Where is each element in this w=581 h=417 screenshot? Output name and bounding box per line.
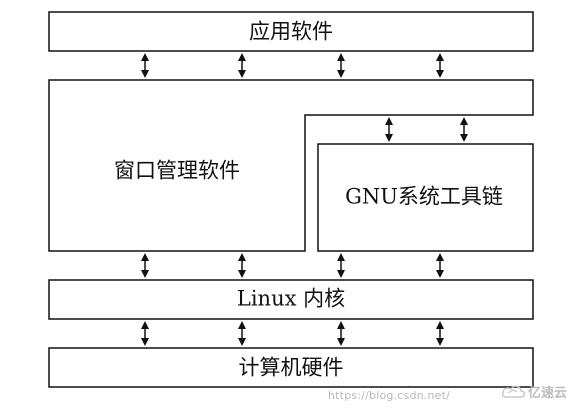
linux-kernel-box	[48, 279, 534, 320]
app-software-box	[48, 11, 534, 52]
gnu-toolchain-box	[317, 143, 534, 252]
linux-kernel-label: Linux 内核	[236, 286, 346, 311]
window-manager-label: 窗口管理软件	[114, 158, 240, 183]
yisu-cloud-icon: 亿速云	[501, 385, 567, 401]
hardware-label: 计算机硬件	[238, 355, 344, 380]
gnu-toolchain-label: GNU系统工具链	[345, 184, 503, 209]
svg-text:亿速云: 亿速云	[528, 385, 567, 401]
watermark-logo: 亿速云	[498, 381, 570, 403]
watermark-url: https://blog.csdn.net/	[328, 389, 451, 402]
app-software-label: 应用软件	[249, 19, 333, 44]
hardware-box	[48, 347, 534, 388]
window-manager-box	[48, 79, 534, 252]
